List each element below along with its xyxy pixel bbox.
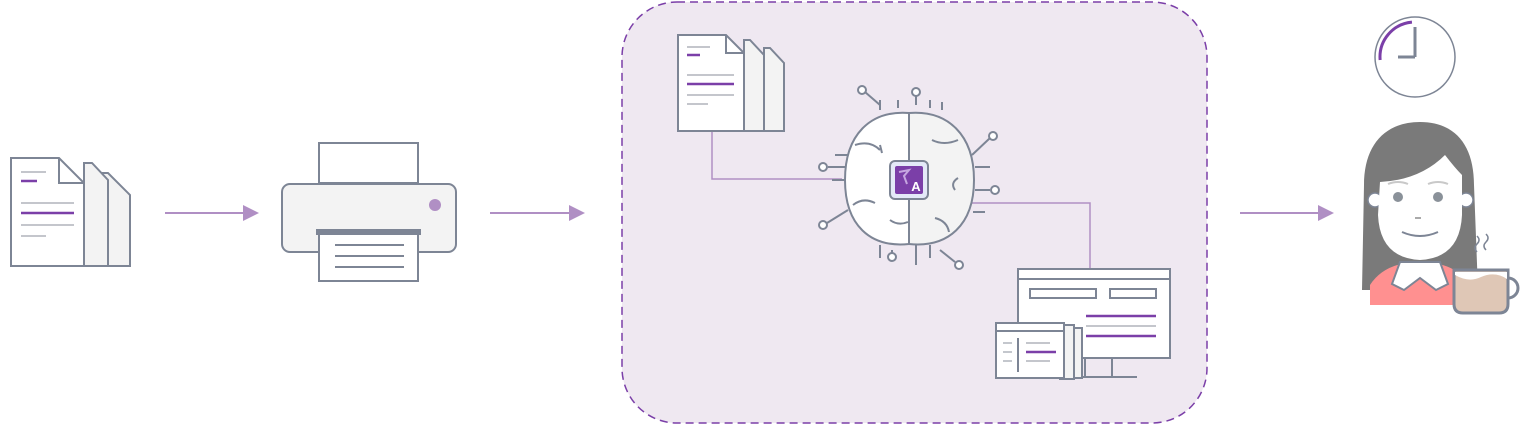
connector-docs-brain <box>711 130 842 180</box>
printer-icon <box>281 142 457 282</box>
documents-stack-icon <box>10 157 131 267</box>
output-documents-icon <box>995 322 1083 380</box>
ai-brain-icon: A <box>818 85 1000 270</box>
coffee-cup-icon <box>1452 233 1520 315</box>
input-documents-icon <box>677 34 785 132</box>
ai-processing-panel: A <box>621 1 1208 424</box>
connector-brain-screen <box>970 202 1091 270</box>
ai-logo-letter: A <box>911 179 921 194</box>
clock-icon <box>1374 16 1456 98</box>
person-relaxing-icon <box>1362 122 1478 305</box>
